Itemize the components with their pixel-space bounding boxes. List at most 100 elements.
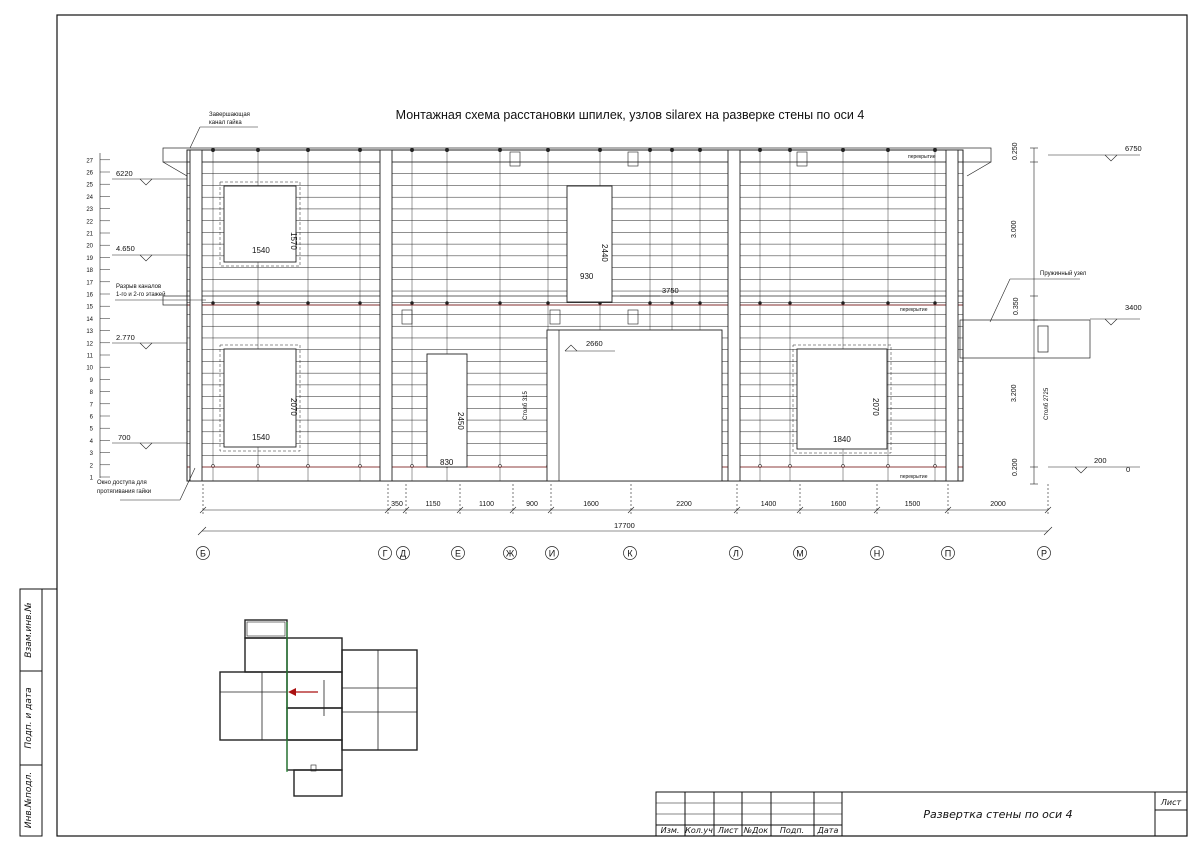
row-number-label: 16 bbox=[86, 293, 93, 299]
axis-label: Б bbox=[200, 549, 206, 559]
tb-sheet-label: Лист bbox=[1160, 798, 1182, 807]
axis-bubble: П bbox=[941, 546, 955, 560]
rod-nut bbox=[410, 301, 414, 305]
row-number-label: 17 bbox=[86, 280, 93, 286]
segment-dimension-label: 900 bbox=[526, 501, 538, 508]
post-label-1: Столб 315 bbox=[523, 391, 529, 420]
row-number-label: 12 bbox=[86, 341, 93, 347]
window-4 bbox=[796, 348, 888, 450]
rod-nut bbox=[933, 301, 937, 305]
axis-bubble: К bbox=[623, 546, 637, 560]
side-stamp bbox=[19, 588, 57, 837]
level-6750: 6750 bbox=[1125, 144, 1142, 153]
corner-post-l bbox=[727, 149, 741, 482]
row-number-label: 22 bbox=[86, 219, 93, 225]
w3-width: 930 bbox=[580, 272, 594, 281]
axis-label: Л bbox=[733, 549, 739, 559]
wall-elevation bbox=[162, 147, 1091, 482]
tb-header-sign: Подп. bbox=[780, 826, 804, 835]
beam-level: 3750 bbox=[662, 286, 679, 295]
total-dimension-value: 17700 bbox=[614, 521, 635, 530]
w4-width: 1840 bbox=[833, 435, 851, 444]
w3-height: 2440 bbox=[600, 244, 609, 262]
row-number-label: 19 bbox=[86, 256, 93, 262]
row-number-label: 15 bbox=[86, 305, 93, 311]
segment-dimension-label: 1600 bbox=[583, 501, 599, 508]
axis-bubble: Л bbox=[729, 546, 743, 560]
w4-height: 2070 bbox=[871, 398, 880, 416]
slab-block bbox=[627, 151, 639, 167]
w1-width: 1540 bbox=[252, 246, 270, 255]
row-number-label: 20 bbox=[86, 244, 93, 250]
vdim-3000: 3.000 bbox=[1011, 220, 1018, 238]
level-700: 700 bbox=[118, 433, 131, 442]
axis-bubble: Б bbox=[196, 546, 210, 560]
axis-bubble: Р bbox=[1037, 546, 1051, 560]
vdim-0200: 0.200 bbox=[1012, 458, 1019, 476]
w1-height: 1570 bbox=[289, 232, 298, 250]
floor-slab-label-top: перекрытие bbox=[908, 154, 936, 160]
axis-label: Н bbox=[874, 549, 881, 559]
title-block bbox=[655, 791, 1188, 837]
row-number-label: 9 bbox=[90, 378, 94, 384]
total-dimension bbox=[197, 526, 1053, 536]
rod-nut bbox=[886, 301, 890, 305]
row-number-label: 26 bbox=[86, 171, 93, 177]
callout-break-2: 1-го и 2-го этажей bbox=[116, 291, 165, 298]
right-annex bbox=[959, 319, 1091, 359]
row-number-label: 25 bbox=[86, 183, 93, 189]
vertical-dimension-chain bbox=[1030, 147, 1038, 485]
left-level-markers bbox=[112, 178, 187, 450]
row-number-label: 18 bbox=[86, 268, 93, 274]
callout-break-1: Разрыв каналов bbox=[116, 284, 161, 290]
row-number-label: 11 bbox=[87, 354, 94, 360]
corner-post-left bbox=[189, 149, 203, 482]
rod-nut bbox=[498, 301, 502, 305]
rod-nut bbox=[546, 301, 550, 305]
level-2770: 2.770 bbox=[116, 333, 135, 342]
axis-bubble: Е bbox=[451, 546, 465, 560]
axis-label: К bbox=[627, 549, 633, 559]
vdim-0250: 0.250 bbox=[1012, 142, 1019, 160]
row-number-label: 14 bbox=[86, 317, 93, 323]
callout-finishing-1: Завершающая bbox=[209, 112, 250, 118]
level-0: 0 bbox=[1126, 465, 1130, 474]
drawing-title: Монтажная схема расстановки шпилек, узло… bbox=[395, 108, 865, 122]
callout-access-2: протягивания гайки bbox=[97, 488, 151, 495]
d1-width: 830 bbox=[440, 458, 454, 467]
row-number-label: 4 bbox=[90, 439, 94, 445]
vdim-0350: 0.350 bbox=[1013, 297, 1020, 315]
rod-nut bbox=[648, 301, 652, 305]
axis-label: И bbox=[549, 549, 555, 559]
rod-nut bbox=[211, 301, 215, 305]
opening-dimensions: 1540 1570 1540 2070 930 2440 830 2450 18… bbox=[252, 232, 1050, 467]
top-cap bbox=[162, 147, 992, 163]
window-1 bbox=[223, 185, 297, 263]
row-number-label: 6 bbox=[90, 415, 94, 421]
axis-label: Р bbox=[1041, 549, 1047, 559]
floor-slab-label-mid: перекрытие bbox=[900, 307, 928, 313]
window-2 bbox=[223, 348, 297, 448]
callout-leaders bbox=[115, 126, 1080, 501]
row-number-label: 5 bbox=[90, 427, 94, 433]
rod-nut bbox=[358, 301, 362, 305]
axis-bubble: Д bbox=[396, 546, 410, 560]
row-number-ruler: 1234567891011121314151617181920212223242… bbox=[86, 153, 110, 482]
slab-block bbox=[401, 309, 413, 325]
rod-nut bbox=[306, 301, 310, 305]
rod-nut bbox=[670, 301, 674, 305]
rod-nut bbox=[445, 301, 449, 305]
rod-nut bbox=[758, 301, 762, 305]
axis-bubble: Ж bbox=[503, 546, 517, 560]
row-number-label: 21 bbox=[86, 232, 93, 238]
segment-dimension-label: 1500 bbox=[905, 501, 921, 508]
level-200: 200 bbox=[1094, 456, 1107, 465]
row-number-label: 3 bbox=[90, 451, 94, 457]
door-level: 2660 bbox=[586, 339, 603, 348]
segment-dimension-label: 1100 bbox=[479, 501, 494, 508]
side-stamp-cell-1: Взам.инв.№ bbox=[24, 602, 34, 657]
rod-nut bbox=[841, 301, 845, 305]
row-number-label: 24 bbox=[86, 195, 93, 201]
